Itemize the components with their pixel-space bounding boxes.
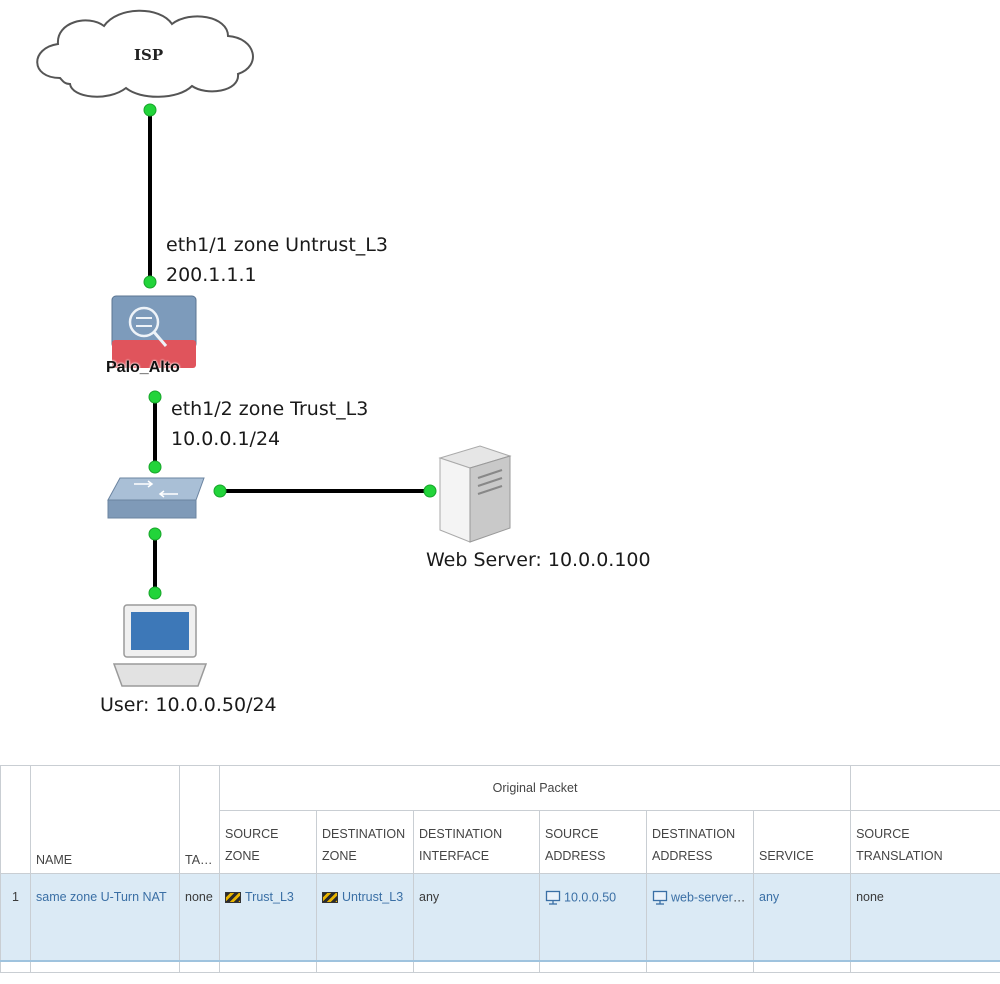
link-dot [213,484,227,498]
col-header-source-address[interactable]: SOURCE ADDRESS [539,810,647,874]
web-server-icon [438,445,512,543]
firewall-label: Palo_Alto [106,359,180,376]
diagram-canvas [36,9,512,687]
isp-cloud-icon [36,9,254,98]
links [148,108,430,597]
rule-tags: none [179,873,220,962]
web-server-label: Web Server: 10.0.0.100 [426,549,651,571]
destination-address-link[interactable]: web-server-pu... [671,890,754,905]
destination-zone-value: Untrust_L3 [342,890,404,904]
col-header-destination-interface[interactable]: DESTINATION INTERFACE [413,810,540,874]
address-object-icon [545,890,561,905]
link-dot [423,484,437,498]
zone-icon [225,892,241,904]
rule-destination-interface: any [413,873,540,962]
col-header-name[interactable]: NAME [30,765,180,874]
nat-policy-table: NAME TAGS Original Packet SOURCE ZONE DE… [0,765,1000,973]
rule-source-translation: none [850,873,1000,962]
rule-destination-address[interactable]: web-server-pu... [646,873,754,962]
link-dot [148,390,162,404]
eth1-1-label: eth1/1 zone Untrust_L3 200.1.1.1 [166,230,388,290]
rule-name[interactable]: same zone U-Turn NAT [30,873,180,962]
link-dot [148,586,162,600]
col-header-source-zone[interactable]: SOURCE ZONE [219,810,317,874]
translated-packet-group-header [850,765,1000,811]
col-header-destination-zone[interactable]: DESTINATION ZONE [316,810,414,874]
col-header-destination-address[interactable]: DESTINATION ADDRESS [646,810,754,874]
col-header-source-translation[interactable]: SOURCE TRANSLATION [850,810,1000,874]
source-zone-value: Trust_L3 [245,890,294,904]
col-header-number [0,765,31,874]
rule-source-address[interactable]: 10.0.0.50 [539,873,647,962]
network-diagram: ISP Palo_Alto eth1/1 zone Untrust_L3 200… [36,9,651,716]
table-row[interactable]: 1 same zone U-Turn NAT none Trust_L3 Unt… [0,873,1000,962]
eth1-2-ip-text: 10.0.0.1/24 [171,428,281,450]
eth1-2-zone-text: eth1/2 zone Trust_L3 [171,398,369,420]
switch-icon [107,477,205,519]
rule-name-link[interactable]: same zone U-Turn NAT [36,890,167,904]
zone-icon [322,892,338,904]
link-dot [148,460,162,474]
table-header-row: SOURCE ZONE DESTINATION ZONE DESTINATION… [1,810,1000,874]
col-header-service[interactable]: SERVICE [752,810,852,874]
rule-source-zone: Trust_L3 [219,873,317,962]
service-value: any [759,890,780,904]
eth1-1-ip-text: 200.1.1.1 [166,264,257,286]
link-dot [148,527,162,541]
nat-policy-table-panel: NAME TAGS Original Packet SOURCE ZONE DE… [0,765,1000,984]
link-dot [143,275,157,289]
table-row-spacer [0,960,1000,973]
firewall-icon [111,295,197,368]
isp-label: ISP [134,46,164,64]
eth1-1-zone-text: eth1/1 zone Untrust_L3 [166,234,388,256]
link-dot [143,103,157,117]
address-object-icon [652,890,668,905]
user-label: User: 10.0.0.50/24 [100,694,277,716]
source-address-link[interactable]: 10.0.0.50 [564,890,617,905]
laptop-icon [112,604,208,687]
rule-number: 1 [0,873,31,962]
rule-service: any [752,873,852,962]
original-packet-group-header: Original Packet [218,765,852,811]
link-dots [143,103,437,600]
table-header-group-row: NAME TAGS Original Packet [0,765,1000,874]
col-header-tags[interactable]: TAGS [179,765,220,874]
rule-destination-zone: Untrust_L3 [316,873,414,962]
eth1-2-label: eth1/2 zone Trust_L3 10.0.0.1/24 [171,394,368,454]
